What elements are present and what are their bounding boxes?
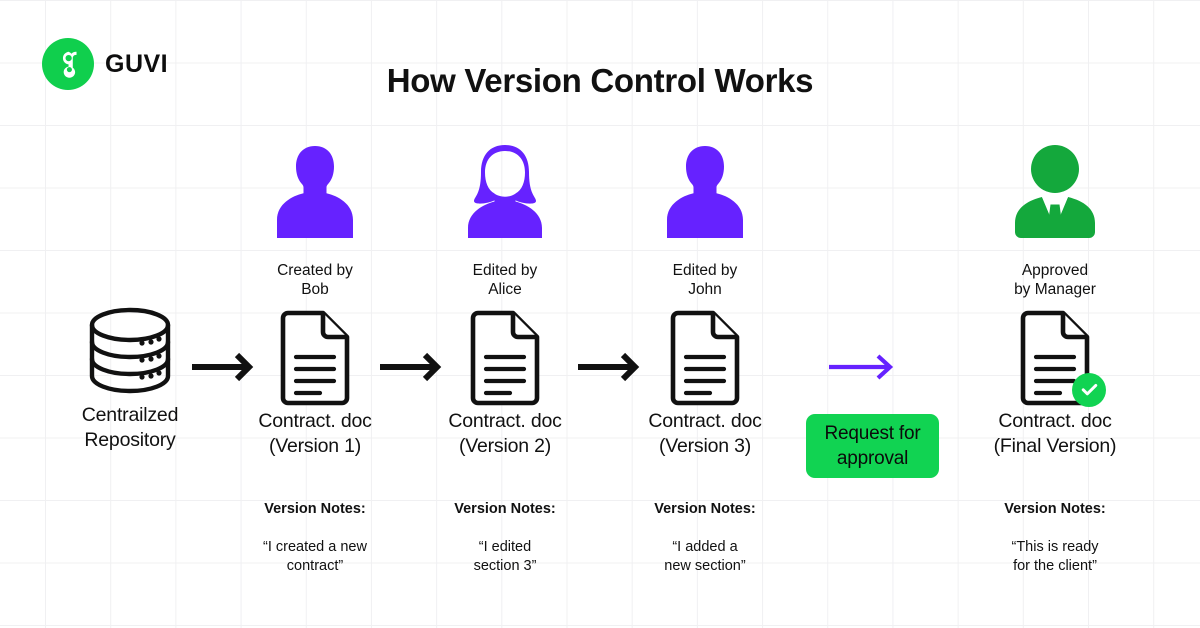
version-notes-heading-final: Version Notes: — [1004, 501, 1106, 517]
manager-suit-icon — [1009, 142, 1101, 247]
avatar-wrap-john — [610, 145, 800, 247]
arrow-v2-to-v3 — [576, 352, 646, 387]
version-notes-body-v1: “I created a new contract” — [263, 539, 367, 574]
version-notes-body-v3: “I added a new section” — [664, 539, 746, 574]
user-male-icon — [270, 142, 360, 247]
document-icon — [666, 310, 744, 411]
version-notes-v2: Version Notes: “I edited section 3” — [410, 481, 600, 576]
doc-icon-wrap-v1 — [215, 310, 415, 411]
avatar-wrap-manager — [960, 145, 1150, 247]
person-label-john: Edited by John — [672, 262, 738, 298]
version-notes-body-final: “This is ready for the client” — [1011, 539, 1099, 574]
version-notes-body-v2: “I edited section 3” — [473, 539, 537, 574]
avatar-wrap-bob — [215, 145, 415, 247]
repository-label: Centrailzed Repository — [81, 404, 179, 451]
doc-name-v1: Contract. doc (Version 1) — [258, 410, 372, 457]
doc-name-final: Contract. doc (Final Version) — [993, 410, 1117, 457]
column-final-version: Approved by Manager Contract. doc (Final… — [960, 145, 1150, 576]
version-notes-final: Version Notes: “This is ready for the cl… — [960, 481, 1150, 576]
version-notes-heading-v3: Version Notes: — [654, 501, 756, 517]
doc-name-v2: Contract. doc (Version 2) — [448, 410, 562, 457]
version-notes-v1: Version Notes: “I created a new contract… — [215, 481, 415, 576]
column-repository: Centrailzed Repository — [30, 305, 230, 453]
column-version-1: Created by Bob Contract. doc (Version 1)… — [215, 145, 415, 576]
avatar-wrap-alice — [410, 145, 600, 247]
person-label-bob: Created by Bob — [277, 262, 353, 298]
arrow-v1-to-v2 — [378, 352, 448, 387]
version-notes-v3: Version Notes: “I added a new section” — [610, 481, 800, 576]
database-icon-wrap — [30, 305, 230, 403]
guvi-g-logo-icon — [42, 38, 94, 90]
arrow-v3-to-request — [826, 352, 900, 387]
request-for-approval-button[interactable]: Request for approval — [806, 414, 939, 478]
column-version-2: Edited by Alice Contract. doc (Version 2… — [410, 145, 600, 576]
person-label-manager: Approved by Manager — [1014, 262, 1096, 298]
page-title: How Version Control Works — [386, 62, 814, 99]
person-label-alice: Edited by Alice — [472, 262, 538, 298]
doc-icon-wrap-final — [960, 310, 1150, 411]
arrow-repo-to-v1 — [190, 352, 260, 387]
user-female-icon — [458, 142, 552, 247]
database-icon — [84, 303, 176, 406]
document-approved-icon — [1016, 310, 1106, 411]
document-icon — [276, 310, 354, 411]
brand-name: GUVI — [105, 49, 169, 78]
brand-logo: GUVI — [42, 38, 168, 90]
doc-icon-wrap-v3 — [610, 310, 800, 411]
version-notes-heading-v1: Version Notes: — [264, 501, 366, 517]
doc-name-v3: Contract. doc (Version 3) — [648, 410, 762, 457]
column-version-3: Edited by John Contract. doc (Version 3)… — [610, 145, 800, 576]
check-circle-icon — [1072, 372, 1106, 407]
document-icon — [466, 310, 544, 411]
version-notes-heading-v2: Version Notes: — [454, 501, 556, 517]
user-male-icon — [660, 142, 750, 247]
doc-icon-wrap-v2 — [410, 310, 600, 411]
